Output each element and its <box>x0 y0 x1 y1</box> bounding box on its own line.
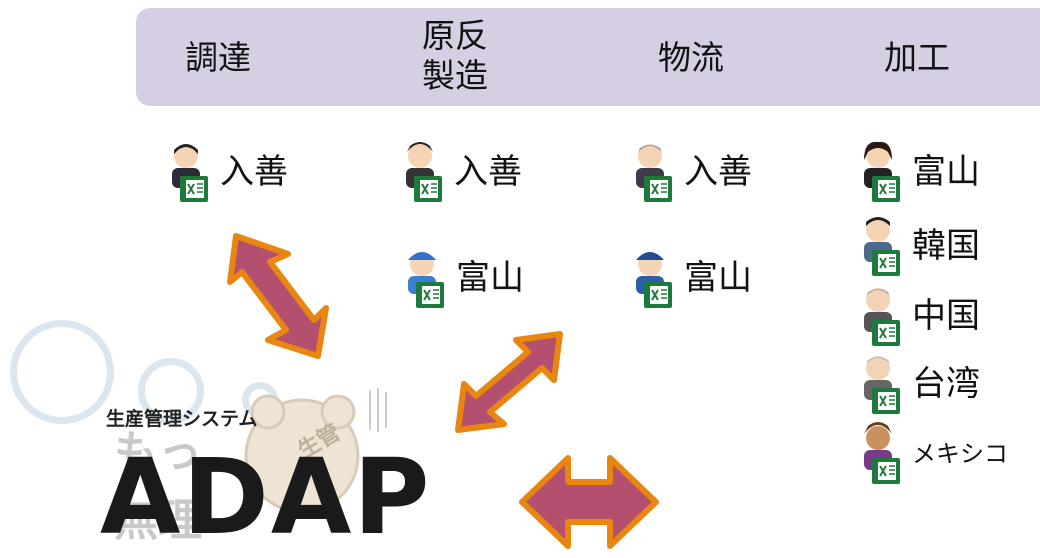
person-processing-taiwan: 台湾 <box>858 352 980 416</box>
person-processing-mexico: メキシコ <box>858 422 1008 486</box>
column-title-manufacturing: 原反 製造 <box>422 16 488 95</box>
worker-excel-icon <box>406 142 443 203</box>
woman-excel-icon <box>864 141 901 203</box>
businessman-excel-icon <box>172 144 209 203</box>
location-label: 入善 <box>454 152 522 192</box>
column-title-procurement: 調達 <box>185 38 251 77</box>
logo-tagline: 生産管理システム <box>106 408 258 430</box>
senior-excel-icon <box>864 356 901 415</box>
location-label: 富山 <box>684 258 752 298</box>
person-logistics-nyuzen: 入善 <box>630 140 752 204</box>
location-label: 台湾 <box>912 364 980 404</box>
cap-worker-excel-icon <box>408 252 445 309</box>
location-label: メキシコ <box>912 440 1008 468</box>
person-processing-korea: 韓国 <box>858 214 980 278</box>
column-title-logistics: 物流 <box>658 38 724 77</box>
watermark-top: もっ <box>114 427 202 478</box>
person-processing-china: 中国 <box>858 284 980 348</box>
person-manufacturing-toyama: 富山 <box>402 246 524 310</box>
location-label: 入善 <box>220 152 288 192</box>
location-label: 富山 <box>912 152 980 192</box>
person-manufacturing-nyuzen: 入善 <box>400 140 522 204</box>
location-label: 中国 <box>912 296 980 336</box>
logo-name: ADAP <box>100 436 432 558</box>
senior-man-excel-icon <box>636 144 673 203</box>
bubble-large <box>10 320 114 424</box>
bubble-medium <box>138 358 204 424</box>
header-band <box>136 8 1040 106</box>
driver-excel-icon <box>636 252 673 309</box>
mexican-excel-icon <box>864 422 901 485</box>
person-procurement-nyuzen: 入善 <box>166 140 288 204</box>
mascot-watermark <box>244 388 387 514</box>
person-logistics-toyama: 富山 <box>630 246 752 310</box>
column-title-processing: 加工 <box>884 38 950 77</box>
location-label: 富山 <box>456 258 524 298</box>
location-label: 韓国 <box>912 226 980 266</box>
double-arrow-manufacturing <box>455 331 563 433</box>
watermark-bottom: 無理 <box>114 495 202 546</box>
person-processing-toyama: 富山 <box>858 140 980 204</box>
man-excel-icon <box>864 217 901 277</box>
double-arrow-logistics <box>519 455 659 549</box>
location-label: 入善 <box>684 152 752 192</box>
double-arrow-procurement <box>227 233 329 359</box>
adap-logo: もっ 無理 生産管理システム ADAP <box>100 360 520 555</box>
elder-excel-icon <box>864 288 901 347</box>
